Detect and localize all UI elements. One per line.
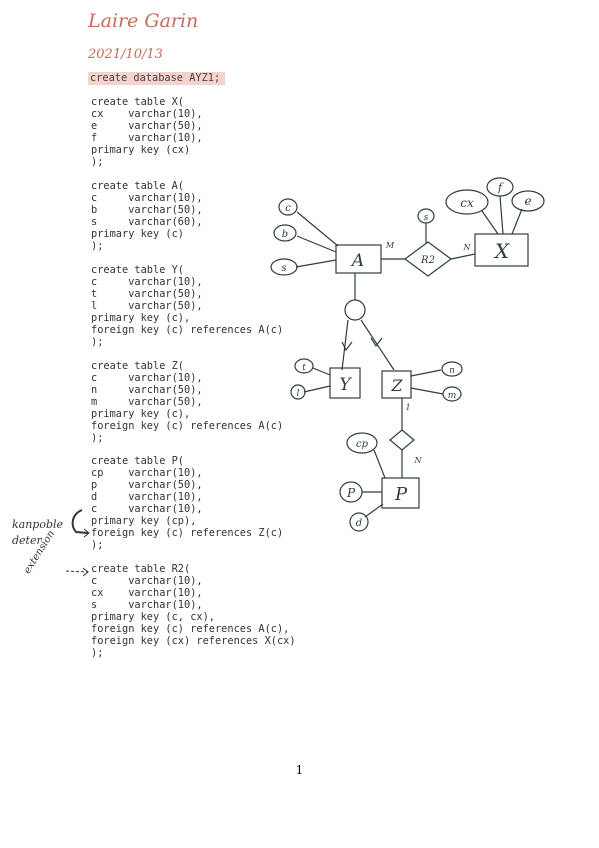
entity-z-label: Z (390, 376, 403, 395)
line-c-a (296, 211, 339, 247)
entity-x-box (474, 233, 529, 267)
entity-p-box (381, 477, 420, 509)
attr-c-oval (278, 198, 298, 216)
entity-x-label: X (493, 239, 510, 263)
line-r2-x (450, 253, 476, 260)
subset-arrow-icon (370, 337, 383, 348)
entity-y-label: Y (339, 375, 352, 395)
attr-n-label: n (449, 366, 455, 376)
arrow-head-icon (83, 528, 90, 538)
attr-f-label: f (497, 181, 504, 194)
line-cp-p (373, 449, 386, 479)
cardinality-1: 1 (405, 403, 410, 412)
line-circle-y (341, 319, 349, 371)
create-table-x: create table X( cx varchar(10), e varcha… (91, 96, 203, 168)
handwritten-date: 2021/10/13 (88, 47, 163, 62)
attr-s-a-oval (270, 258, 298, 276)
entity-a-box (335, 244, 382, 274)
attr-s-r2-oval (417, 208, 435, 224)
attr-cx-label: cx (460, 196, 474, 210)
line-b-a (296, 235, 337, 253)
create-table-a: create table A( c varchar(10), b varchar… (91, 180, 203, 252)
attr-t-oval (294, 358, 314, 374)
attr-m-oval (442, 386, 462, 402)
entity-z-box (381, 370, 412, 399)
attr-f-oval (486, 177, 514, 197)
dashed-arrow-icon (65, 570, 89, 573)
line-n-z (410, 369, 442, 377)
relation-r2-diamond (403, 241, 453, 277)
margin-note-line1: kanpoble (12, 518, 64, 531)
entity-y-box (329, 367, 361, 399)
attr-s-r2-label: s (424, 213, 429, 223)
cardinality-n2: N (414, 456, 423, 465)
page-number: 1 (295, 763, 304, 777)
line-f-x (499, 195, 504, 235)
specialization-circle (344, 299, 366, 321)
curved-arrow-icon (71, 509, 89, 534)
attr-d-label: d (356, 518, 362, 529)
create-table-r2: create table R2( c varchar(10), cx varch… (91, 563, 296, 659)
attr-cx-oval (445, 189, 489, 215)
line-circle-z (360, 319, 395, 371)
entity-p-label: P (394, 484, 408, 505)
attr-b-label: b (282, 229, 288, 240)
line-cx-x (481, 210, 499, 235)
create-database-statement: create database AYZ1; (88, 72, 226, 85)
attr-s-a-label: s (281, 263, 286, 274)
line-d-p (364, 503, 384, 518)
er-diagram: A X Y Z P R2 c b s s cx f e t l n m cp P… (270, 177, 545, 532)
line-e-x (511, 208, 523, 235)
attr-t-label: t (302, 363, 306, 373)
arrow-head-icon (82, 567, 89, 577)
margin-note-line2: deter (12, 534, 42, 547)
line-m-z (410, 387, 444, 395)
attr-c-label: c (285, 203, 291, 214)
attr-e-label: e (524, 194, 531, 208)
attr-e-oval (511, 190, 545, 212)
relation-r2-label: R2 (420, 255, 435, 266)
attr-b-oval (273, 224, 297, 242)
attr-cp-label: cp (356, 439, 369, 450)
line-l-y (303, 385, 331, 393)
line-s-a (295, 259, 337, 268)
attr-l-label: l (297, 389, 300, 399)
subset-arrow-icon (341, 341, 353, 352)
create-table-y: create table Y( c varchar(10), t varchar… (91, 264, 284, 348)
author-signature: Laire Garin (88, 10, 199, 32)
cardinality-n: N (463, 243, 472, 252)
cardinality-m: M (385, 241, 395, 250)
attr-cp-oval (346, 432, 378, 454)
relation-zp-diamond (389, 429, 415, 451)
create-table-z: create table Z( c varchar(10), n varchar… (91, 360, 284, 444)
attr-m-label: m (448, 391, 457, 401)
entity-a-label: A (350, 251, 364, 271)
attr-d-oval (349, 512, 369, 532)
line-t-y (312, 367, 331, 376)
attr-p-oval (339, 481, 363, 503)
attr-l-oval (290, 384, 306, 400)
margin-note-kanpoble: kanpoble deter (12, 517, 63, 549)
attr-n-oval (441, 361, 463, 377)
attr-p-label: P (346, 486, 356, 500)
create-table-p: create table P( cp varchar(10), p varcha… (91, 455, 284, 551)
